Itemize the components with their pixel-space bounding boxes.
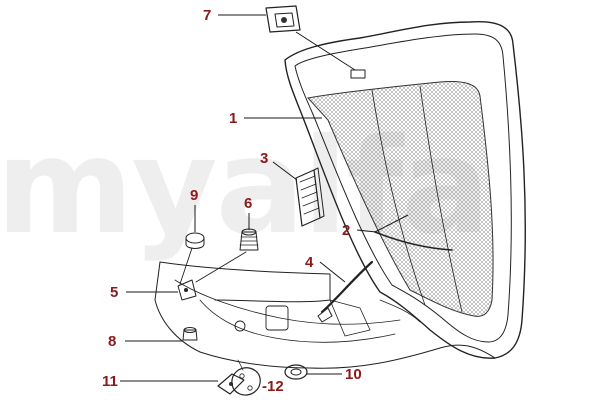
callout-6: 6 xyxy=(244,195,252,212)
callout-5: 5 xyxy=(110,284,118,301)
callout-12: -12 xyxy=(262,378,284,395)
grommet-part xyxy=(284,364,308,380)
vent-grille-part xyxy=(295,167,325,227)
rubber-bump-stop-part xyxy=(185,232,205,249)
insulation-pad xyxy=(307,81,494,317)
lock-catch-part xyxy=(265,5,301,33)
callout-labels: 7 1 3 9 6 2 4 5 8 10 11 -12 xyxy=(102,7,362,395)
callout-7: 7 xyxy=(203,7,211,24)
callout-1: 1 xyxy=(229,110,237,127)
gasket-part xyxy=(231,359,261,396)
callout-11: 11 xyxy=(102,373,118,390)
callout-3: 3 xyxy=(260,150,268,167)
leader-lines xyxy=(120,14,409,382)
callout-9: 9 xyxy=(190,187,198,204)
callout-2: 2 xyxy=(342,222,350,239)
callout-10: 10 xyxy=(345,366,362,383)
callout-4: 4 xyxy=(305,254,314,271)
callout-8: 8 xyxy=(108,333,116,350)
bonnet-illustration xyxy=(154,21,526,369)
rubber-stop-part xyxy=(182,327,198,341)
hinge-arm xyxy=(320,260,374,314)
